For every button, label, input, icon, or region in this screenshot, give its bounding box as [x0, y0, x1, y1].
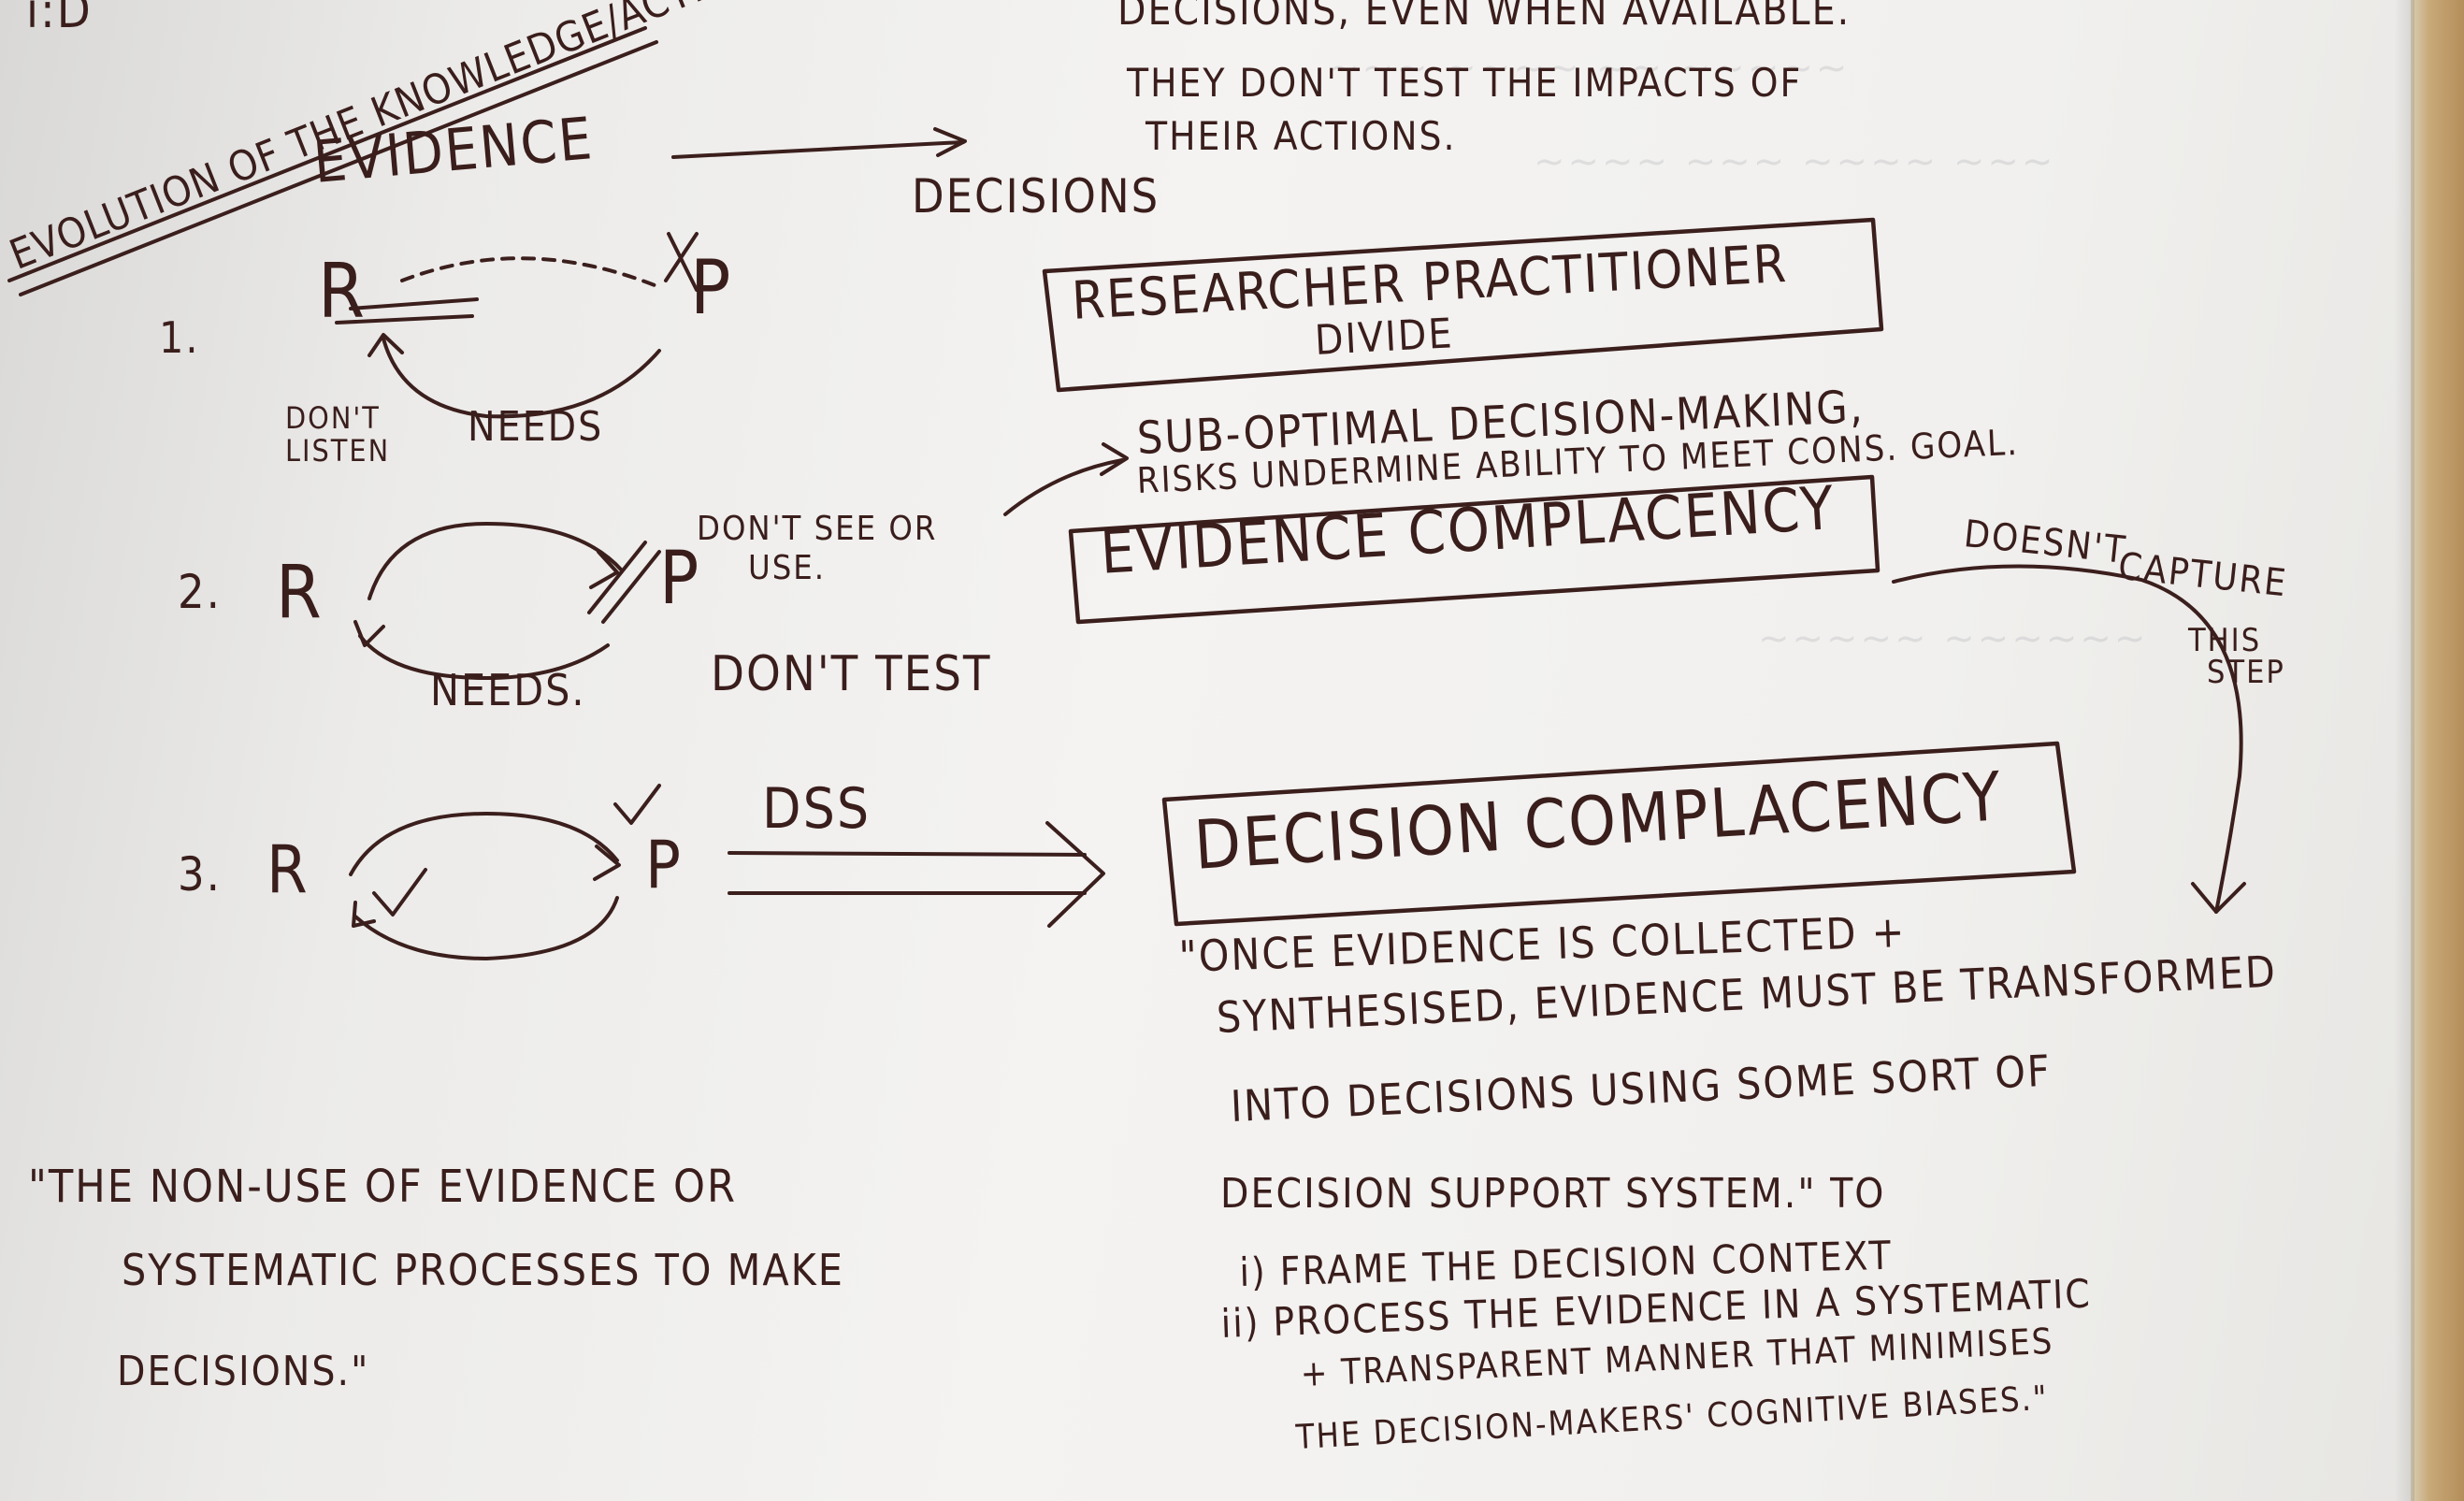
arrowhead [1045, 821, 1105, 928]
evidence-decisions-arrow [671, 140, 965, 159]
researcher-label: R [276, 551, 324, 635]
arrowhead [2191, 882, 2246, 914]
side-note-step: STEP [2207, 654, 2285, 691]
decisions-label: DECISIONS [912, 169, 1160, 224]
note-needs: NEEDS [468, 403, 604, 451]
practitioner-label: P [659, 537, 701, 621]
strike-mark [601, 550, 661, 624]
researcher-label: R [267, 831, 310, 908]
stage-number: 2. [178, 565, 222, 619]
dashed-link [400, 256, 656, 287]
arrowhead [352, 901, 376, 928]
arrowhead [933, 127, 967, 157]
top-quote-line: THEIR ACTIONS. [1146, 113, 1457, 159]
page-shadow [2394, 0, 2414, 1501]
stage-number: 1. [159, 312, 200, 363]
note-dont-see-or: DON'T SEE OR [697, 510, 938, 548]
note-needs: NEEDS. [430, 665, 586, 715]
box-decision-complacency-outline [1161, 741, 2077, 927]
box-evidence-complacency-outline [1068, 474, 1880, 625]
quote-left-line: DECISIONS." [117, 1348, 370, 1395]
notebook-edge [2411, 0, 2464, 1501]
cross-mark [664, 232, 699, 292]
dss-label: DSS [762, 776, 872, 842]
box-researcher-practitioner-divide-outline [1042, 217, 1884, 393]
needs-arrow [382, 337, 661, 419]
note-arrow [1003, 458, 1124, 516]
stage-number: 3. [178, 847, 222, 902]
arrowhead [589, 550, 619, 589]
check-mark [613, 784, 661, 825]
top-fragment: i:D [26, 0, 93, 39]
side-note-this: THIS [2188, 622, 2262, 659]
note-use: USE. [748, 549, 827, 587]
heading-underline [7, 26, 647, 282]
top-quote-line: THEY DON'T TEST THE IMPACTS OF [1127, 60, 1803, 106]
note-dont-listen: DON'T LISTEN [285, 400, 391, 469]
quote-left-line: "THE NON-USE OF EVIDENCE OR [28, 1161, 737, 1213]
quote-right-line: DECISION SUPPORT SYSTEM." TO [1220, 1170, 1886, 1218]
arrowhead [593, 844, 621, 881]
researcher-label: R [318, 248, 367, 335]
note-dont-test: DON'T TEST [711, 646, 992, 702]
practitioner-label: P [645, 827, 683, 903]
check-mark [372, 868, 427, 916]
box-researcher-practitioner-divide-line2: DIVIDE [1313, 310, 1455, 365]
show-through-ghost: ~~~ ~~~~ ~~ ~~~~~ [1328, 47, 1851, 90]
top-quote-line: DECISIONS, EVEN WHEN AVAILABLE. [1117, 0, 1852, 35]
arrowhead [367, 333, 404, 357]
practitioner-label: P [690, 244, 733, 331]
heading-underline [19, 40, 658, 296]
arrowhead [1100, 442, 1129, 476]
show-through-ghost: ~~~~~ ~~~~~~ [1758, 617, 2149, 660]
strike-mark [587, 541, 647, 614]
arrowhead [353, 620, 385, 647]
show-through-ghost: ~~~~ ~~~ ~~~~ ~~~ [1534, 140, 2056, 183]
capture-arrow [1892, 564, 2243, 914]
quote-left-line: SYSTEMATIC PROCESSES TO MAKE [122, 1245, 844, 1295]
